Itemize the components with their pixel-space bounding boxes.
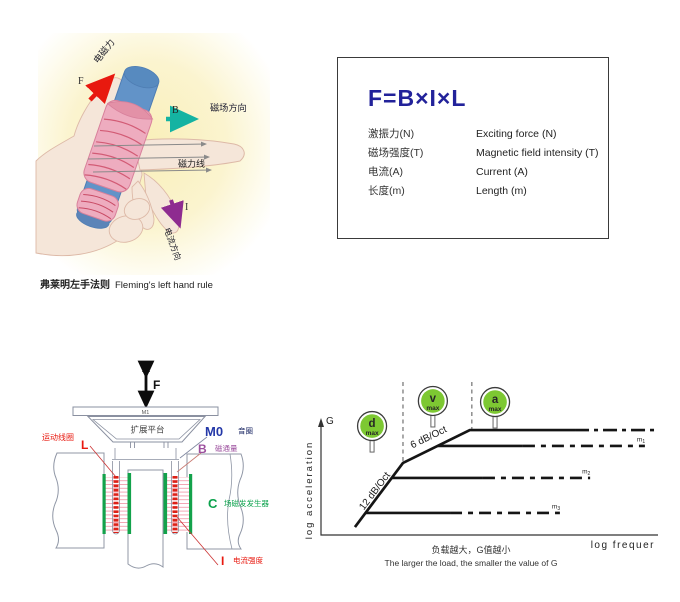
moving-coil-letter: L <box>81 438 88 452</box>
svg-text:v: v <box>430 393 437 405</box>
svg-text:max: max <box>489 406 502 413</box>
platform-mass-label: M1 <box>142 410 150 416</box>
term-row: 磁场强度(T) Magnetic field intensity (T) <box>368 144 608 163</box>
schematic-force-letter: F <box>153 378 160 392</box>
expander-platform <box>86 416 207 443</box>
term-en: Magnetic field intensity (T) <box>476 147 599 159</box>
armature-letter: M0 <box>205 424 223 439</box>
formula-box: F=B×I×L 激振力(N) Exciting force (N) 磁场强度(T… <box>337 57 609 239</box>
svg-text:d: d <box>369 418 376 430</box>
coil-cylinder <box>76 65 160 229</box>
connector-ticks <box>130 442 169 448</box>
term-zh: 激振力(N) <box>368 128 415 140</box>
svg-text:max: max <box>426 405 439 412</box>
terms-table: 激振力(N) Exciting force (N) 磁场强度(T) Magnet… <box>368 125 608 201</box>
term-row: 激振力(N) Exciting force (N) <box>368 125 608 144</box>
term-en: Length (m) <box>476 185 527 197</box>
equation: F=B×I×L <box>368 85 467 111</box>
break-line <box>227 453 233 550</box>
right-magnet-block <box>186 453 244 550</box>
g-label: G <box>326 416 334 427</box>
svg-text:m2: m2 <box>582 468 590 477</box>
fleming-caption-zh: 弗莱明左手法则 <box>40 280 110 291</box>
coil-former <box>112 448 179 535</box>
term-zh: 长度(m) <box>368 185 405 197</box>
svg-text:m1: m1 <box>637 436 645 445</box>
current-letter: I <box>185 202 188 213</box>
force-letter: F <box>78 76 84 87</box>
leader-B <box>176 452 202 473</box>
fleming-caption-en: Fleming's left hand rule <box>115 280 213 291</box>
flux-arrows <box>87 141 212 173</box>
leader-I <box>176 516 219 566</box>
fleming-caption: 弗莱明左手法则 Fleming's left hand rule <box>40 276 213 291</box>
fleming-illustration: 磁力线 F 电磁力 B 磁场方向 I 电流方向 <box>35 33 270 275</box>
svg-text:m3: m3 <box>552 503 560 512</box>
x-axis-label: log frequer <box>591 540 655 551</box>
term-row: 长度(m) Length (m) <box>368 182 608 201</box>
performance-chart: G log acceleration log frequer m1 m2 m3 12 … <box>304 382 658 551</box>
leader-M0 <box>179 436 208 459</box>
term-en: Current (A) <box>476 166 528 178</box>
chart-caption-zh: 负载越大，G值越小 <box>431 545 511 555</box>
chart-caption-en: The larger the load, the smaller the val… <box>384 558 558 568</box>
current-label: 电流强度 <box>233 555 263 565</box>
arrow-head-down <box>142 396 150 404</box>
svg-text:a: a <box>492 394 499 406</box>
chart-caption: 负载越大，G值越小 The larger the load, the small… <box>330 544 612 569</box>
platform-label: 扩展平台 <box>130 425 164 435</box>
force-arrow <box>85 73 116 104</box>
flux-label: 磁通量 <box>215 443 238 453</box>
left-magnet-block <box>52 452 105 549</box>
armature-label: 音圈 <box>238 426 253 436</box>
flux-letter: B <box>198 442 207 456</box>
center-pole <box>127 469 164 569</box>
field-generator-letter: C <box>208 496 218 511</box>
arrow-head-up <box>142 364 150 372</box>
platform-bar <box>72 406 219 416</box>
moving-coil-label: 运动线圈 <box>42 432 74 442</box>
y-axis-label: log acceleration <box>304 441 315 540</box>
field-label: 磁场方向 <box>210 102 247 113</box>
y-axis-arrow <box>318 418 324 427</box>
term-row: 电流(A) Current (A) <box>368 163 608 182</box>
shaker-schematic: F M1 扩展平台 <box>42 360 269 569</box>
field-generator-label: 场磁发发生器 <box>224 498 269 508</box>
svg-text:max: max <box>366 430 379 437</box>
flux-lines-label: 磁力线 <box>178 158 205 169</box>
axes <box>320 426 658 536</box>
field-coil-bars <box>102 473 193 534</box>
field-letter: B <box>172 105 179 116</box>
current-letter: I <box>221 554 224 568</box>
term-en: Exciting force (N) <box>476 128 557 140</box>
leader-L <box>89 445 117 478</box>
current-arrow <box>160 199 184 229</box>
term-zh: 电流(A) <box>368 166 403 178</box>
svg-text:12 dB/Oct: 12 dB/Oct <box>357 470 393 512</box>
index-finger <box>133 138 245 171</box>
term-zh: 磁场强度(T) <box>368 147 424 159</box>
